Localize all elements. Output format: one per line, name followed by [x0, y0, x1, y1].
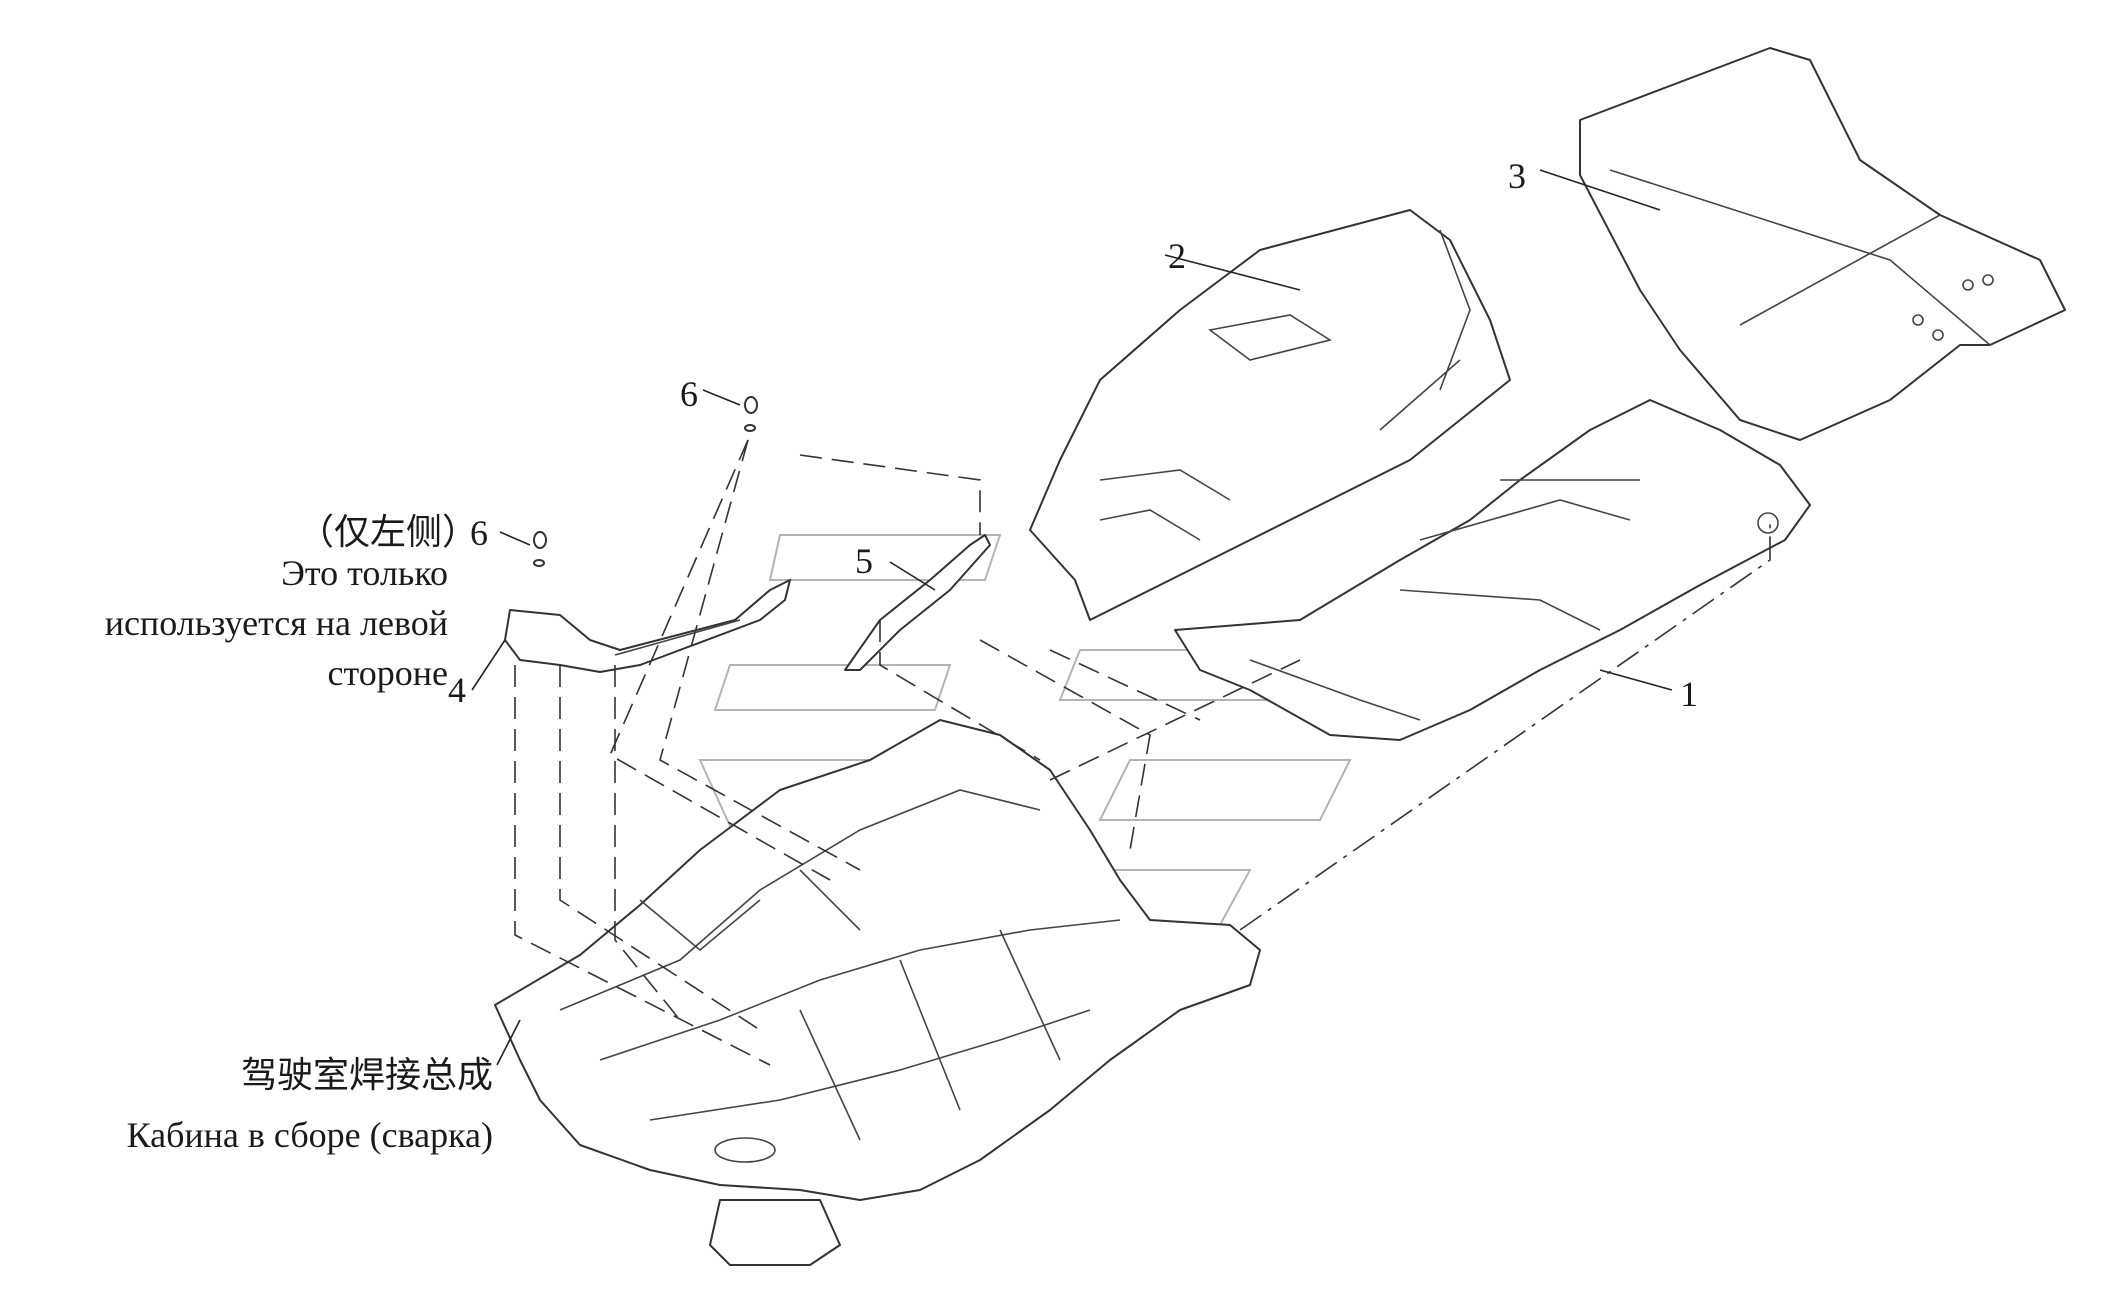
callout-3: 3 — [1508, 156, 1526, 196]
callout-5: 5 — [855, 541, 873, 581]
assembly-guide-lines — [514, 439, 1771, 1066]
part-1-floor-panel — [1174, 399, 1811, 741]
left-only-note-cn: （仅左侧） — [298, 512, 479, 552]
callout-6-top: 6 — [680, 374, 698, 414]
part-5-trim-strip — [844, 534, 991, 671]
part-3-floor-mat — [1579, 47, 2066, 441]
leader-lines — [471, 169, 1673, 1066]
cab-welded-assembly — [494, 719, 1261, 1266]
left-only-note-ru-line2: используется на левой — [104, 603, 448, 643]
cab-assembly-label-ru: Кабина в сборе (сварка) — [126, 1115, 493, 1155]
cab-assembly-label-cn: 驾驶室焊接总成 — [240, 1055, 493, 1095]
left-only-note-ru-line1: Это только — [281, 553, 448, 593]
callout-4: 4 — [448, 670, 466, 710]
part-2-tunnel-cover — [1029, 209, 1511, 621]
part-4-sill-step — [504, 579, 791, 673]
callout-1: 1 — [1680, 674, 1698, 714]
left-only-note-ru-line3: стороне — [327, 653, 448, 693]
callout-6-left: 6 — [470, 513, 488, 553]
callout-2: 2 — [1168, 236, 1186, 276]
part-6-bolts — [533, 396, 758, 567]
